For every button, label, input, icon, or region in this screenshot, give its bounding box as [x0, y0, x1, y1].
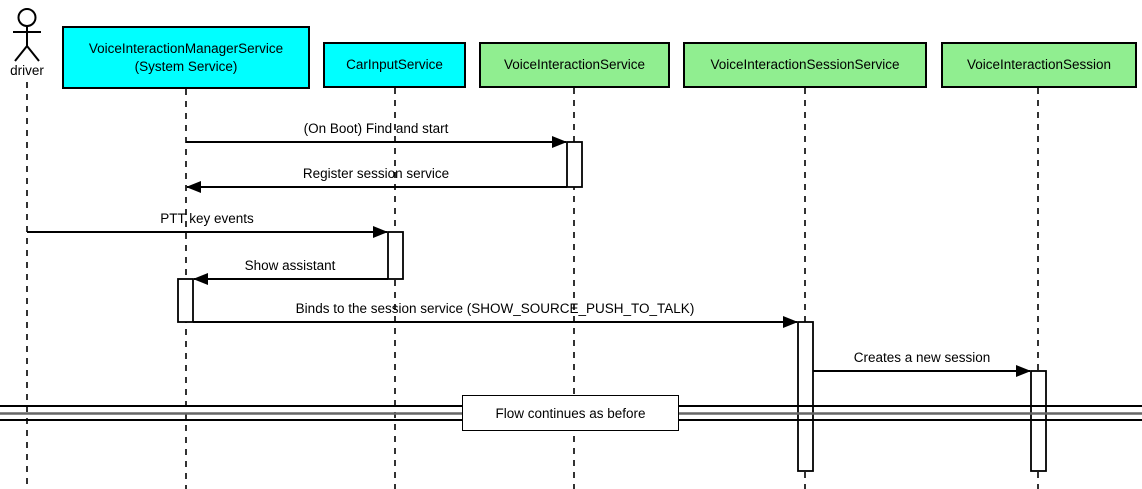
- message-label-register-session-service: Register session service: [302, 166, 450, 181]
- participant-label-line1: VoiceInteractionManagerService: [88, 40, 284, 56]
- actor-driver-label: driver: [10, 63, 44, 78]
- message-label-creates-a-new-session: Creates a new session: [853, 350, 991, 365]
- message-arrows: [27, 141, 1030, 372]
- actor-driver-icon: [13, 8, 41, 62]
- message-label-on-boot-find-and-start: (On Boot) Find and start: [303, 121, 449, 136]
- activation-bar-voiceinteractionmanagerservice: [177, 278, 194, 323]
- arrowhead-right-1: [552, 136, 567, 148]
- arrowhead-left-2: [186, 181, 201, 193]
- divider-label: Flow continues as before: [495, 405, 646, 421]
- participant-voiceinteractionmanagerservice: VoiceInteractionManagerService (System S…: [62, 26, 310, 89]
- message-label-binds-to-session-service: Binds to the session service (SHOW_SOURC…: [295, 301, 695, 316]
- activation-bar-voiceinteractionsessionservice: [797, 321, 814, 472]
- participant-voiceinteractionservice: VoiceInteractionService: [479, 42, 670, 88]
- participant-voiceinteractionsessionservice: VoiceInteractionSessionService: [683, 42, 927, 88]
- message-arrowheads: [186, 136, 1031, 377]
- participant-label: VoiceInteractionSession: [966, 57, 1112, 73]
- participant-label: CarInputService: [346, 57, 443, 73]
- participant-label: VoiceInteractionService: [503, 57, 646, 73]
- participant-label: VoiceInteractionSessionService: [710, 57, 900, 73]
- arrowhead-right-5: [783, 316, 798, 328]
- arrowhead-right-3: [373, 226, 388, 238]
- message-label-ptt-key-events: PTT key events: [160, 211, 254, 226]
- divider-label-box: Flow continues as before: [462, 395, 679, 431]
- message-label-show-assistant: Show assistant: [244, 258, 336, 273]
- arrowhead-right-6: [1016, 365, 1031, 377]
- participant-voiceinteractionsession: VoiceInteractionSession: [941, 42, 1137, 88]
- participant-carinputservice: CarInputService: [323, 42, 466, 88]
- actor-head: [17, 8, 37, 27]
- participant-label-line2: (System Service): [134, 58, 238, 74]
- actor-leg-right: [26, 45, 40, 62]
- arrowhead-left-4: [193, 273, 208, 285]
- activation-bar-voiceinteractionservice: [566, 141, 583, 188]
- activation-bar-carinputservice: [387, 231, 404, 280]
- actor-leg-left: [14, 45, 28, 62]
